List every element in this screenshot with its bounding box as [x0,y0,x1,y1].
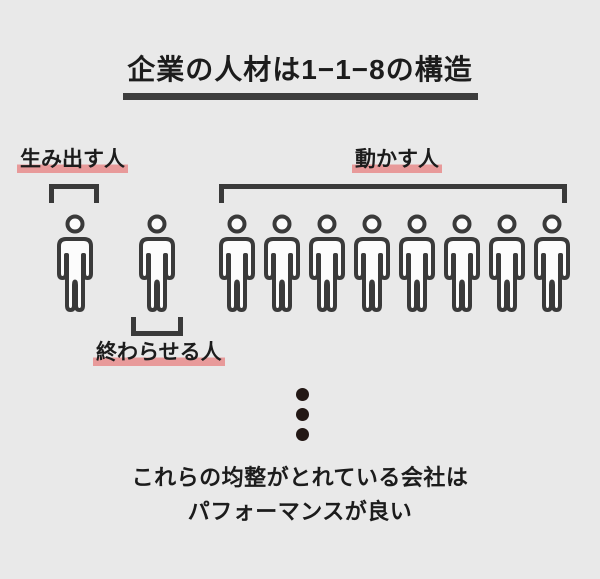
ellipsis-dot [296,428,309,441]
label-finisher: 終わらせる人 [93,340,225,366]
person-icon [354,214,390,312]
person-icon [57,214,93,312]
person-icon [534,214,570,312]
person-icon [444,214,480,312]
bracket-mover [219,184,567,203]
ellipsis-dot [296,388,309,401]
person-icon [219,214,255,312]
bracket-finisher [131,317,183,336]
label-mover: 動かす人 [352,147,442,173]
person-icon [399,214,435,312]
footer-text-line1: これらの均整がとれている会社は [131,465,469,490]
ellipsis-dot [296,408,309,421]
title-underline-bar [123,93,478,100]
person-icon [264,214,300,312]
person-icon [489,214,525,312]
footer-text-line2: パフォーマンスが良い [187,499,413,524]
vertical-ellipsis [296,388,309,441]
person-icon [139,214,175,312]
bracket-creator [49,184,99,203]
person-group-finisher [137,214,177,314]
person-icon [309,214,345,312]
person-group-creator [55,214,95,314]
diagram-title: 企業の人材は1−1−8の構造 [127,54,473,85]
label-creator: 生み出す人 [17,147,128,173]
person-group-mover [217,214,572,314]
